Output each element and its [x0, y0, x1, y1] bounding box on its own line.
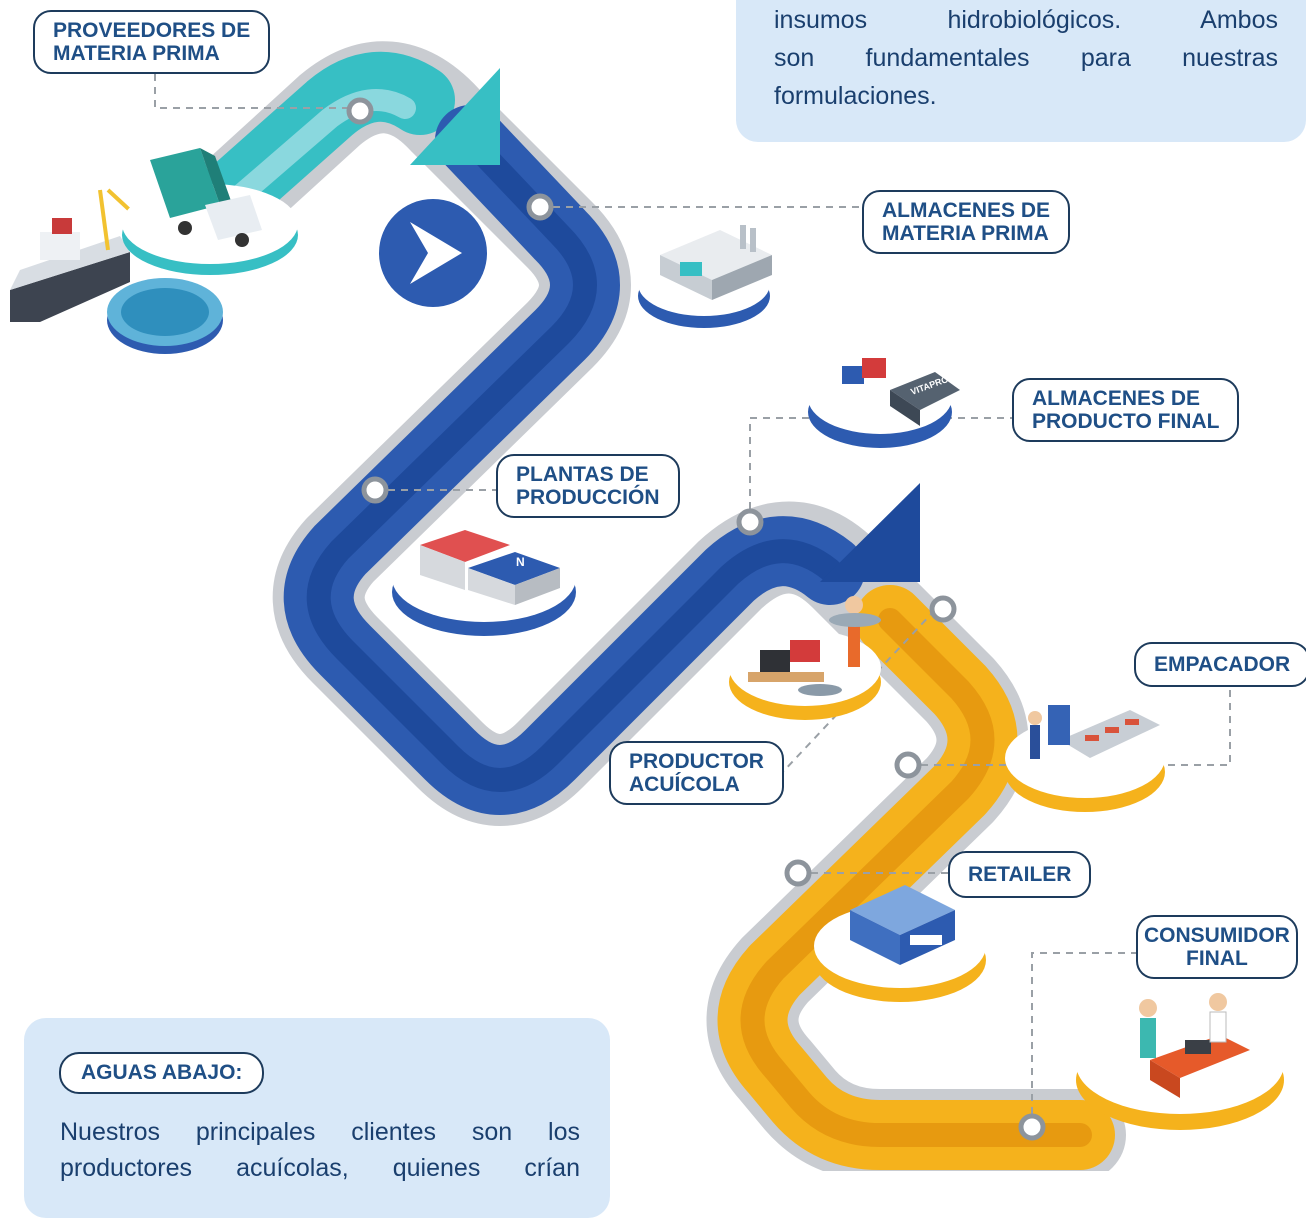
label-empacador: EMPACADOR: [1134, 642, 1306, 687]
label-empacador-line-1: EMPACADOR: [1154, 653, 1291, 676]
label-almacenes-pf-line-1: ALMACENES DE: [1032, 387, 1201, 410]
downstream-text-line-2: productores acuícolas, quienes crían: [60, 1154, 580, 1182]
upstream-info-box: [736, 0, 1306, 142]
label-productor-line-1: PRODUCTOR: [629, 750, 764, 773]
dot-proveedores: [346, 97, 374, 125]
downstream-heading: AGUAS ABAJO:: [59, 1052, 265, 1094]
label-plantas-line-2: PRODUCCIÓN: [516, 486, 660, 509]
label-almacenes-materia-prima: ALMACENES DE MATERIA PRIMA: [862, 190, 1071, 254]
dot-productor: [929, 595, 957, 623]
upstream-text-line-1: insumos hidrobiológicos. Ambos: [774, 6, 1278, 34]
packer-icon: [1005, 705, 1165, 812]
arrow-logo-icon: [379, 199, 487, 307]
label-almacenes-producto-final: ALMACENES DE PRODUCTO FINAL: [1012, 378, 1240, 442]
supply-chain-path: [169, 41, 1126, 1171]
truck-icon: [122, 148, 298, 275]
label-almacenes-mp-line-2: MATERIA PRIMA: [882, 222, 1049, 245]
label-proveedores-line-2: MATERIA PRIMA: [53, 42, 220, 65]
label-productor-line-2: ACUÍCOLA: [629, 773, 740, 796]
store-icon: [814, 885, 986, 1002]
dot-empacador: [894, 751, 922, 779]
label-proveedores-line-1: PROVEEDORES DE: [53, 19, 251, 42]
dot-retailer: [784, 859, 812, 887]
dot-almacenes-mp: [526, 193, 554, 221]
label-proveedores: PROVEEDORES DE MATERIA PRIMA: [33, 10, 271, 74]
boat-icon: [10, 188, 137, 322]
fish-crates-icon: [729, 596, 881, 720]
dot-consumidor: [1018, 1113, 1046, 1141]
label-almacenes-mp-line-1: ALMACENES DE: [882, 199, 1051, 222]
upstream-text-line-3: formulaciones.: [774, 82, 937, 110]
label-plantas-produccion: PLANTAS DE PRODUCCIÓN: [496, 454, 680, 518]
warehouse-icon: VITAPRO: [808, 358, 960, 448]
label-retailer-line-1: RETAILER: [968, 863, 1072, 886]
supply-chain-diagram: VITAPRO N: [10, 41, 1284, 1171]
upstream-text-line-2: son fundamentales para nuestras: [774, 44, 1278, 72]
plant-icon: N: [392, 530, 576, 636]
downstream-text-line-1: Nuestros principales clientes son los: [60, 1118, 580, 1146]
plant-logo: N: [516, 555, 525, 569]
label-consumidor-line-2: FINAL: [1186, 947, 1248, 970]
label-consumidor-final: CONSUMIDOR FINAL: [1136, 915, 1298, 979]
label-almacenes-pf-line-2: PRODUCTO FINAL: [1032, 410, 1220, 433]
dot-plantas: [361, 476, 389, 504]
label-retailer: RETAILER: [948, 851, 1092, 898]
stage-dots: [346, 97, 1046, 1141]
fish-pen-icon: [107, 278, 223, 354]
label-consumidor-line-1: CONSUMIDOR: [1144, 924, 1290, 947]
label-plantas-line-1: PLANTAS DE: [516, 463, 649, 486]
arrow-head-blue-icon: [820, 483, 920, 582]
arrow-head-teal-icon: [410, 68, 500, 165]
shop-counter-icon: [1076, 993, 1284, 1130]
label-productor-acuicola: PRODUCTOR ACUÍCOLA: [609, 741, 784, 805]
dot-almacenes-pf: [736, 508, 764, 536]
factory-icon: [638, 225, 772, 328]
